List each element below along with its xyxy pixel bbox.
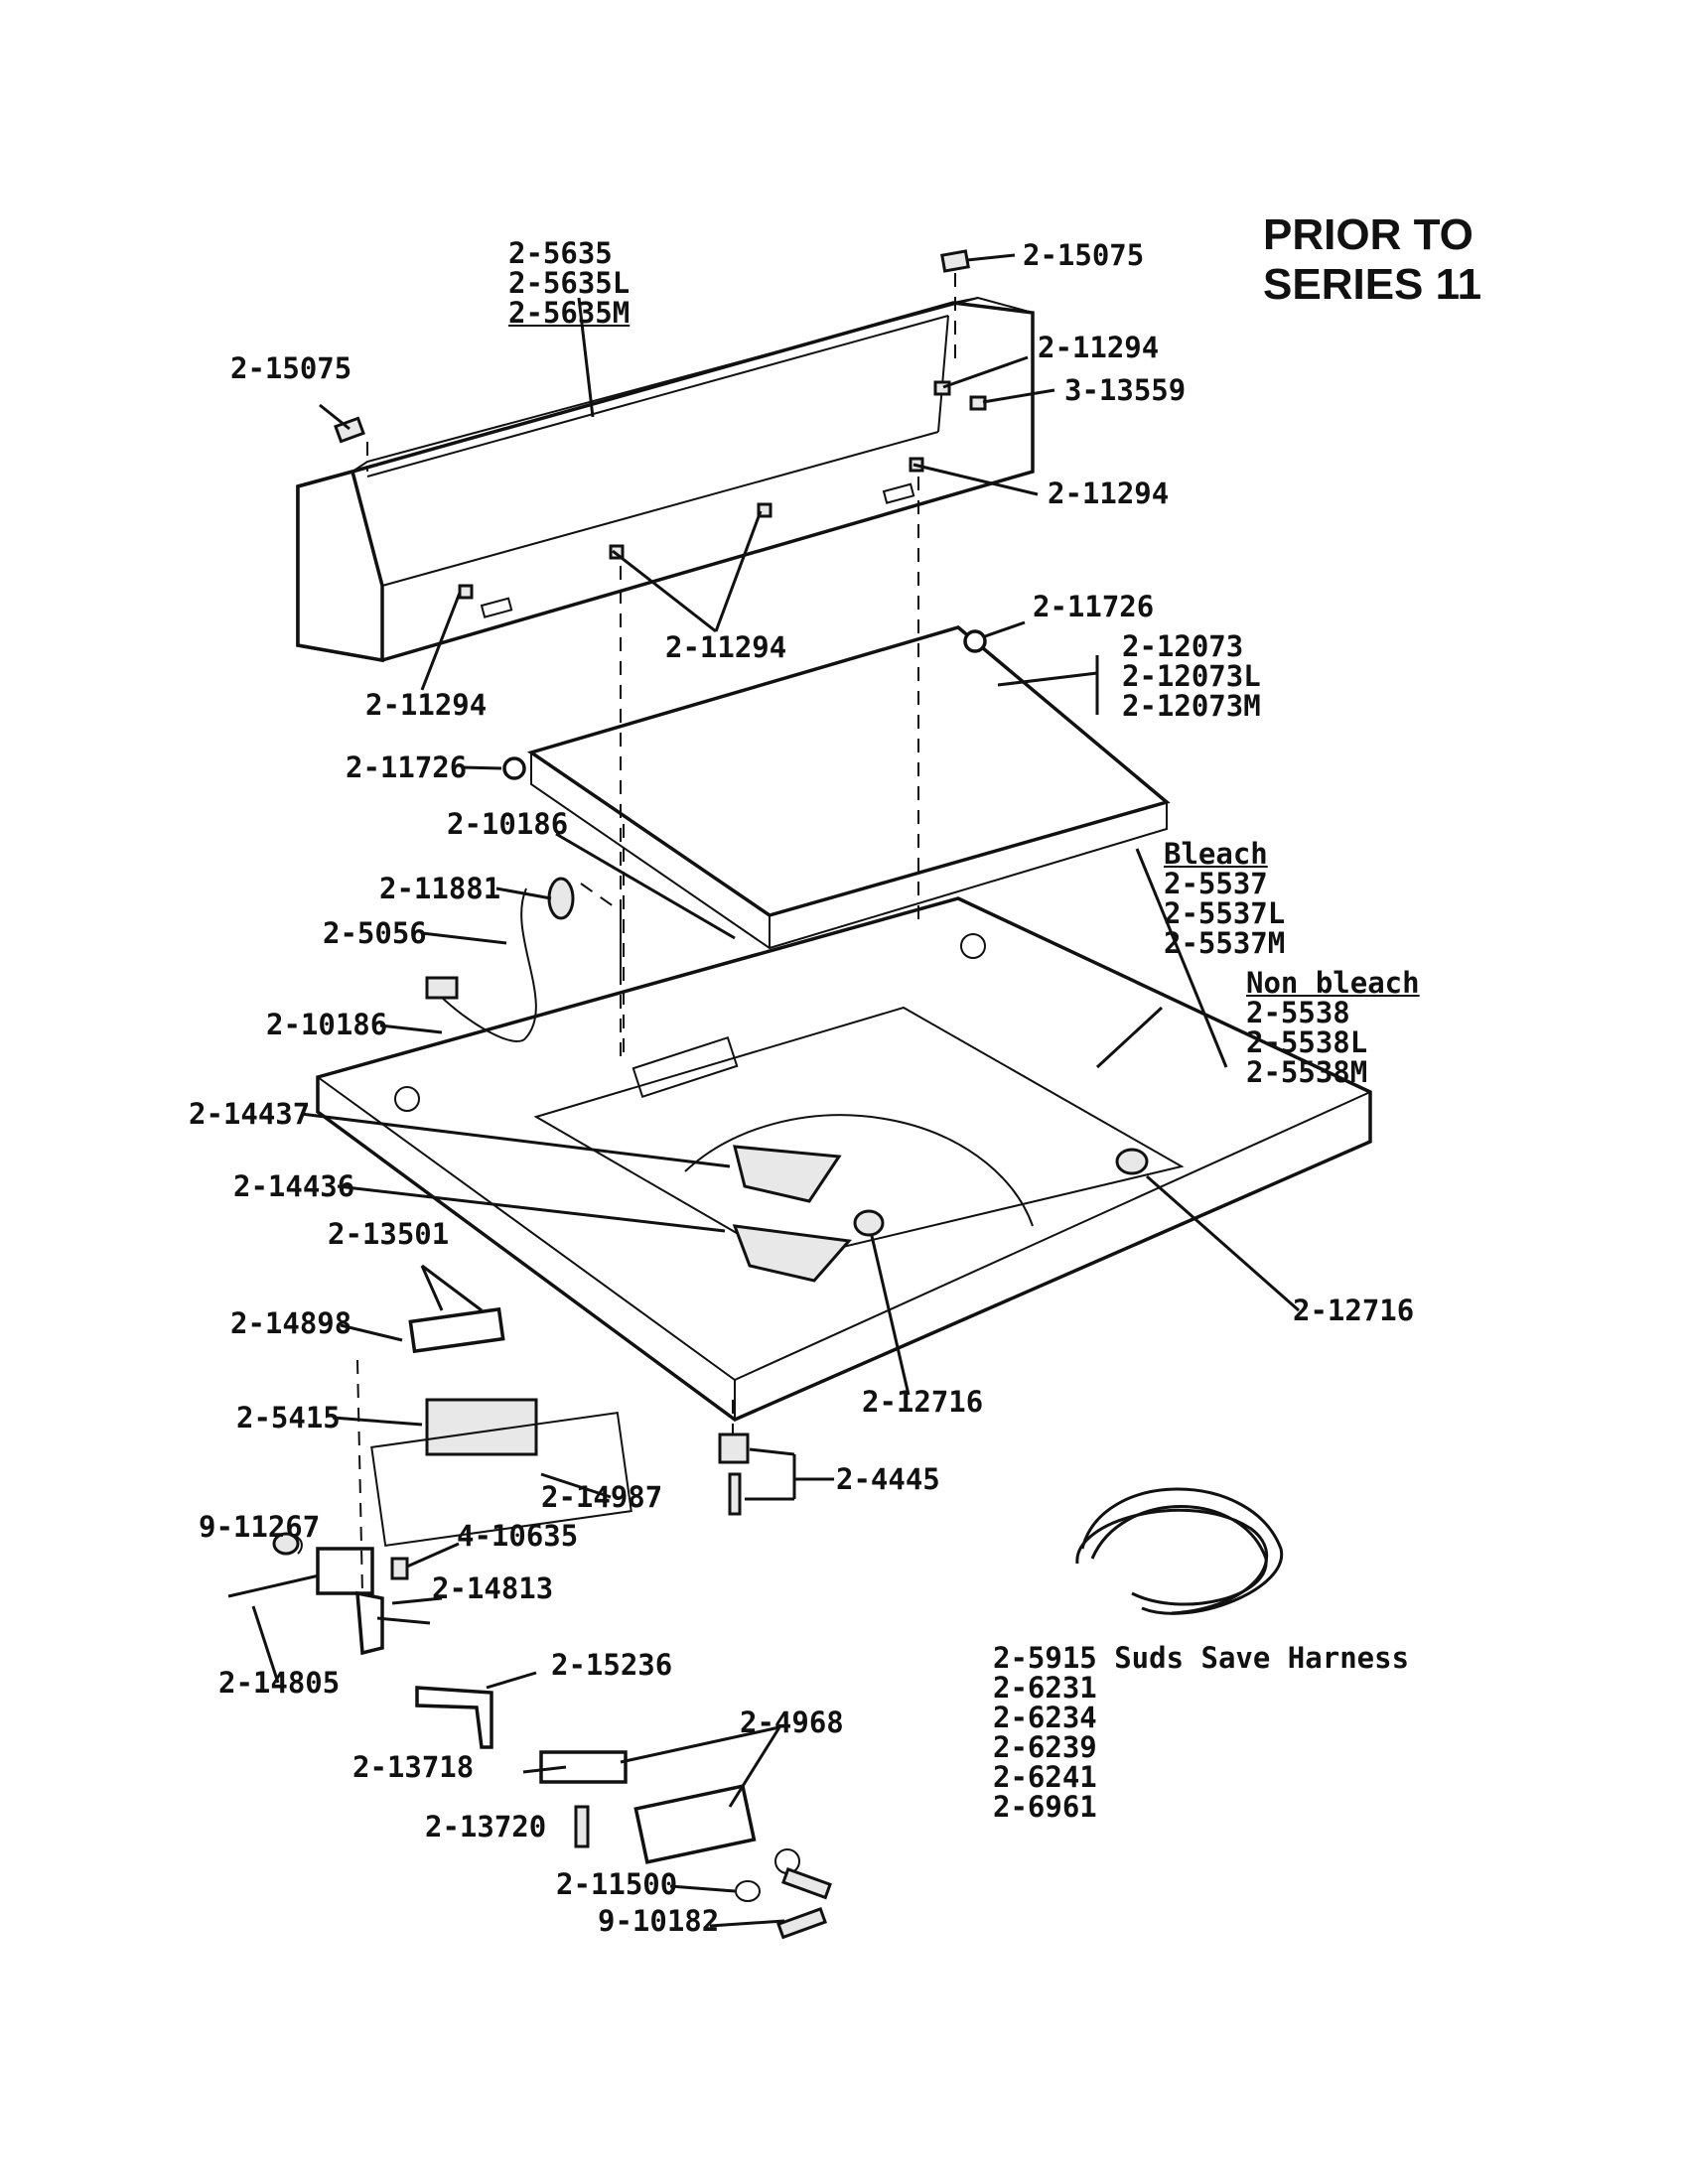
label-harness: 2-5915 Suds Save Harness 2-6231 2-6234 2… (993, 1643, 1409, 1822)
part-number: 2-5537M (1164, 926, 1286, 960)
label-nonbleach: Non bleach 2-5538 2-5538L 2-5538M (1246, 968, 1420, 1087)
part-number: 2-12073L (1122, 659, 1261, 693)
part-number: 2-5635M (508, 296, 631, 330)
label-screw-g: 2-10186 (266, 1008, 388, 1041)
label-screw-d: 2-11294 (665, 630, 787, 664)
label-nut: 4-10635 (457, 1519, 579, 1553)
part-number: 2-5537L (1164, 896, 1286, 930)
part-number: 2-5537 (1164, 867, 1268, 900)
part-number: 2-5635 (508, 236, 613, 270)
alignment-lines (356, 273, 956, 1594)
label-spring-bracket: 2-13718 (352, 1750, 475, 1784)
label-hinge-lower: 2-14436 (233, 1169, 355, 1203)
label-screw-a: 2-11294 (1038, 331, 1160, 364)
label-actuator: 2-14813 (432, 1571, 554, 1605)
label-screw-i: 9-10182 (598, 1904, 720, 1938)
label-screw-c: 2-11294 (1048, 477, 1170, 510)
label-power-cord: 2-5056 (323, 916, 427, 950)
leader-lines (251, 253, 1300, 1928)
harness-wires (1075, 1487, 1284, 1615)
nonbleach-header: Non bleach (1246, 966, 1420, 1000)
part-number: 2-12073M (1122, 689, 1261, 723)
part-number: 2-6961 (993, 1790, 1097, 1824)
label-bracket: 2-14898 (230, 1306, 352, 1340)
part-number: 2-6231 (993, 1671, 1097, 1705)
label-lid-switch: 2-5415 (236, 1401, 341, 1434)
part-number: 2-6241 (993, 1760, 1097, 1794)
part-number: 2-5538L (1246, 1025, 1368, 1059)
label-grommet-screw: 2-4445 (836, 1462, 940, 1496)
console-backsplash (296, 297, 1035, 663)
washer-lid (502, 625, 1171, 950)
label-screw-b: 3-13559 (1064, 373, 1187, 407)
label-screws-switch: 2-13501 (328, 1217, 450, 1251)
label-screw-f: 2-10186 (447, 807, 569, 841)
clips (334, 249, 970, 444)
label-latch: 2-4968 (740, 1706, 844, 1739)
part-number: 2-12073 (1122, 629, 1244, 663)
label-bumper-right: 2-11726 (1033, 590, 1155, 623)
label-rod: 2-14805 (218, 1666, 341, 1700)
label-clip-left: 2-15075 (230, 351, 352, 385)
label-cord-clip: 2-11881 (379, 872, 501, 905)
part-number: 2-6234 (993, 1701, 1097, 1734)
part-number: 2-5538 (1246, 996, 1350, 1029)
label-hinge-upper: 2-14437 (189, 1097, 311, 1131)
label-bleach: Bleach 2-5537 2-5537L 2-5537M (1164, 839, 1285, 958)
label-screw-h: 9-11267 (199, 1510, 321, 1544)
bleach-header: Bleach (1164, 837, 1268, 871)
part-number: 2-5538M (1246, 1055, 1368, 1089)
label-lid: 2-12073 2-12073L 2-12073M (1122, 631, 1261, 721)
label-bumper-top-right: 2-12716 (1293, 1294, 1415, 1327)
label-insulator: 2-14987 (541, 1480, 663, 1514)
label-screw-e: 2-11294 (365, 688, 488, 722)
label-clip-right: 2-15075 (1023, 238, 1145, 272)
label-bumper-left: 2-11726 (346, 751, 468, 784)
small-parts (227, 877, 832, 1940)
label-bumper-top-center: 2-12716 (862, 1385, 984, 1419)
series-header-line2: SERIES 11 (1263, 260, 1482, 309)
label-console: 2-5635 2-5635L 2-5635M (508, 238, 630, 328)
label-washer: 2-11500 (556, 1867, 678, 1901)
series-header: PRIOR TO SERIES 11 (1263, 210, 1481, 310)
series-header-line1: PRIOR TO (1263, 210, 1474, 259)
part-number: 2-5915 Suds Save Harness (993, 1641, 1410, 1675)
part-number: 2-6239 (993, 1730, 1097, 1764)
label-lever: 2-15236 (551, 1648, 673, 1682)
label-spring: 2-13720 (425, 1810, 547, 1843)
part-number: 2-5635L (508, 266, 631, 300)
